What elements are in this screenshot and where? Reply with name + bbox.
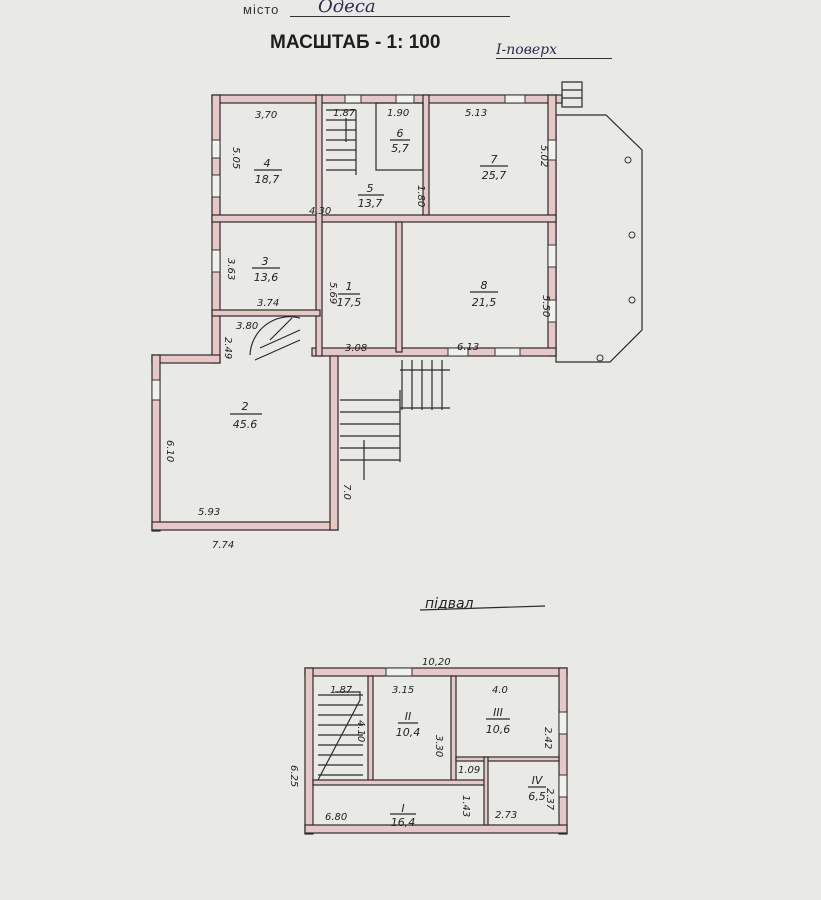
room-1: 117,5: [337, 280, 362, 309]
veranda: [555, 114, 643, 363]
svg-text:I: I: [401, 802, 404, 815]
svg-text:2.49: 2.49: [222, 337, 233, 359]
svg-text:1.09: 1.09: [458, 765, 480, 776]
scale-label: МАСШТАБ - 1: 100: [270, 32, 441, 53]
basement-windows: [385, 667, 568, 798]
windows: [151, 94, 557, 401]
svg-text:8: 8: [481, 279, 488, 292]
svg-text:6,5: 6,5: [528, 790, 546, 803]
svg-text:4.0: 4.0: [492, 685, 508, 696]
basement-title: підвал: [425, 596, 474, 612]
svg-text:2.42: 2.42: [542, 727, 553, 749]
svg-text:3.74: 3.74: [257, 298, 279, 309]
svg-text:25,7: 25,7: [482, 169, 507, 182]
svg-text:1.43: 1.43: [460, 795, 471, 817]
stairs: [249, 81, 583, 480]
basement-walls: [304, 667, 568, 835]
svg-text:2.73: 2.73: [495, 810, 517, 821]
svg-text:7: 7: [491, 153, 498, 166]
svg-text:1: 1: [346, 280, 353, 293]
svg-text:1.87: 1.87: [330, 685, 353, 696]
svg-text:6.13: 6.13: [457, 342, 479, 353]
basement-room-I: I16,4: [390, 802, 416, 829]
svg-text:3.30: 3.30: [433, 735, 444, 757]
svg-text:6: 6: [397, 127, 404, 140]
svg-text:10,6: 10,6: [486, 723, 511, 736]
svg-text:7.74: 7.74: [212, 540, 234, 551]
svg-text:5.50: 5.50: [540, 295, 551, 317]
svg-text:13,7: 13,7: [358, 197, 383, 210]
svg-text:3: 3: [262, 255, 269, 268]
svg-text:5.93: 5.93: [198, 507, 220, 518]
svg-text:13,6: 13,6: [254, 271, 279, 284]
room-3: 313,6: [252, 255, 280, 284]
svg-text:3.63: 3.63: [225, 258, 236, 280]
basement-room-III: III 10,6: [486, 706, 511, 736]
svg-text:45.6: 45.6: [233, 418, 258, 431]
room-8: 821,5: [470, 279, 498, 309]
svg-text:16,4: 16,4: [391, 816, 416, 829]
svg-text:2.37: 2.37: [544, 788, 555, 811]
svg-text:5.02: 5.02: [538, 145, 549, 167]
svg-text:5.05: 5.05: [230, 147, 241, 169]
room-2: 245.6: [230, 400, 262, 431]
svg-text:3.08: 3.08: [345, 343, 367, 354]
svg-text:II: II: [405, 710, 412, 723]
basement-room-II: II 10,4: [396, 710, 421, 739]
first-floor-walls: [151, 94, 563, 532]
svg-text:10,4: 10,4: [396, 726, 421, 739]
svg-text:6.80: 6.80: [325, 812, 347, 823]
floor-label: I-поверх: [496, 42, 612, 59]
city-underline: [290, 16, 510, 17]
svg-text:2: 2: [242, 400, 249, 413]
room-4: 418,7: [254, 157, 282, 186]
svg-text:IV: IV: [532, 774, 544, 787]
svg-text:5.13: 5.13: [465, 108, 487, 119]
svg-text:1.87: 1.87: [333, 108, 356, 119]
svg-text:5,7: 5,7: [391, 142, 409, 155]
svg-text:1.80: 1.80: [415, 185, 426, 207]
svg-text:7.0: 7.0: [341, 484, 352, 500]
svg-text:18,7: 18,7: [255, 173, 280, 186]
svg-text:1.90: 1.90: [387, 108, 409, 119]
city-value: Одеса: [318, 0, 376, 17]
svg-text:3.15: 3.15: [392, 685, 414, 696]
room-5: 513,7: [358, 182, 384, 210]
city-label: місто: [243, 2, 280, 17]
veranda-columns: [596, 156, 636, 362]
svg-text:6.25: 6.25: [288, 765, 299, 787]
basement-stairs: [317, 691, 363, 781]
svg-text:4.10: 4.10: [355, 720, 366, 742]
svg-text:4: 4: [264, 157, 271, 170]
room-6: 65,7: [390, 127, 410, 155]
basement-room-IV: IV 6,5: [528, 774, 546, 803]
svg-text:17,5: 17,5: [337, 296, 362, 309]
svg-text:21,5: 21,5: [472, 296, 497, 309]
svg-text:3.80: 3.80: [236, 321, 258, 332]
svg-text:3,70: 3,70: [255, 110, 277, 121]
svg-text:4.30: 4.30: [309, 206, 331, 217]
svg-text:5: 5: [367, 182, 374, 195]
basement-dimensions: 10,20 1.87 3.15 4.0 3.30 2.42 6.25 1.09 …: [288, 657, 555, 823]
room-7: 725,7: [480, 153, 508, 182]
first-floor-dimensions: 3,70 1.87 1.90 5.13 5.05 5.02 4.30 1.80 …: [164, 108, 551, 551]
svg-text:6.10: 6.10: [164, 440, 175, 462]
svg-text:10,20: 10,20: [422, 657, 451, 668]
svg-text:III: III: [493, 706, 503, 719]
svg-text:5.69: 5.69: [327, 282, 338, 304]
